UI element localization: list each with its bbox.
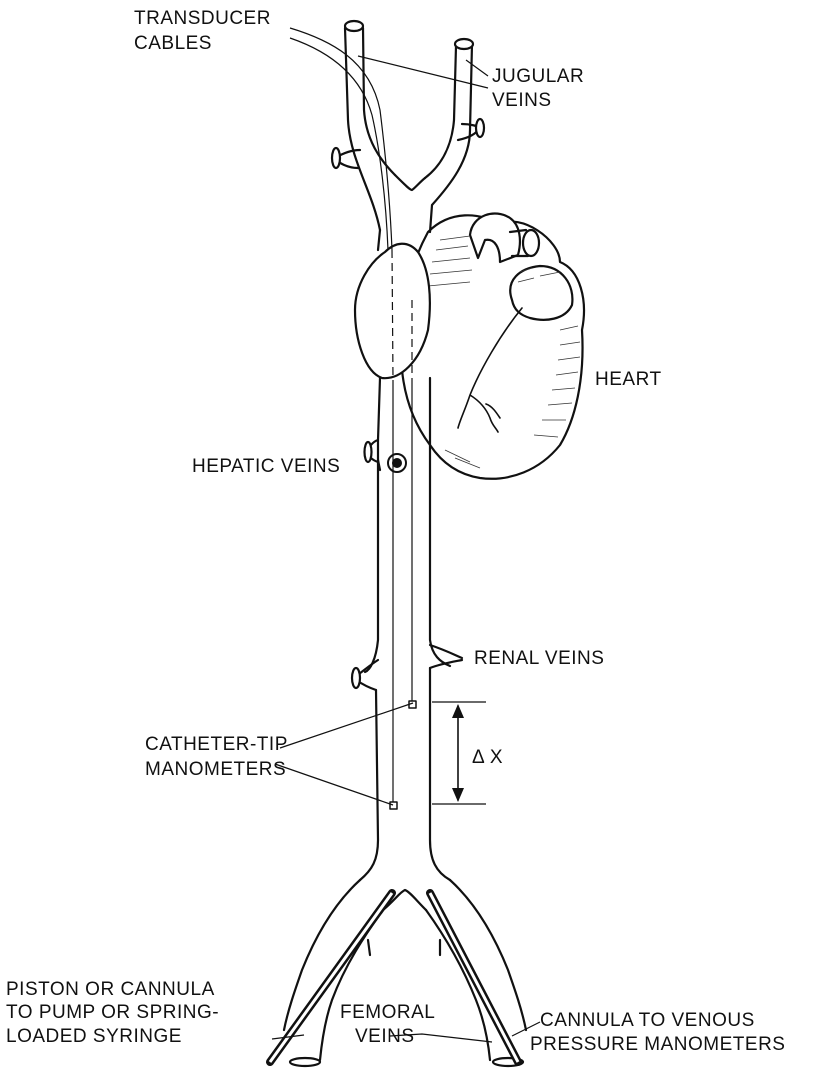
label-piston-line3: LOADED SYRINGE xyxy=(6,1026,182,1047)
label-femoral-line2: VEINS xyxy=(355,1026,415,1047)
right-jugular-vein xyxy=(425,46,456,178)
label-delta-x: Δ X xyxy=(472,747,503,768)
label-heart: HEART xyxy=(595,369,662,390)
label-piston-line2: TO PUMP OR SPRING- xyxy=(6,1002,219,1023)
label-transducer-line1: TRANSDUCER xyxy=(134,8,271,29)
label-transducer-line2: CABLES xyxy=(134,33,212,54)
label-femoral-line1: FEMORAL xyxy=(340,1002,435,1023)
leader-lines xyxy=(272,56,540,1042)
label-hepatic-veins: HEPATIC VEINS xyxy=(192,456,340,477)
label-cannula-line2: PRESSURE MANOMETERS xyxy=(530,1034,785,1055)
label-jugular-line1: JUGULAR xyxy=(492,66,584,87)
label-cannula-line1: CANNULA TO VENOUS xyxy=(540,1010,755,1031)
heart xyxy=(401,213,584,478)
label-catheter-line2: MANOMETERS xyxy=(145,759,286,780)
label-renal-veins: RENAL VEINS xyxy=(474,648,604,669)
label-catheter-line1: CATHETER-TIP xyxy=(145,734,288,755)
great-vessel-opening xyxy=(523,230,539,256)
vena-cava xyxy=(284,21,526,1066)
heart-body xyxy=(401,215,584,478)
label-jugular-line2: VEINS xyxy=(492,90,552,111)
catheter-tip-lower xyxy=(390,802,397,809)
label-piston-line1: PISTON OR CANNULA xyxy=(6,979,215,1000)
